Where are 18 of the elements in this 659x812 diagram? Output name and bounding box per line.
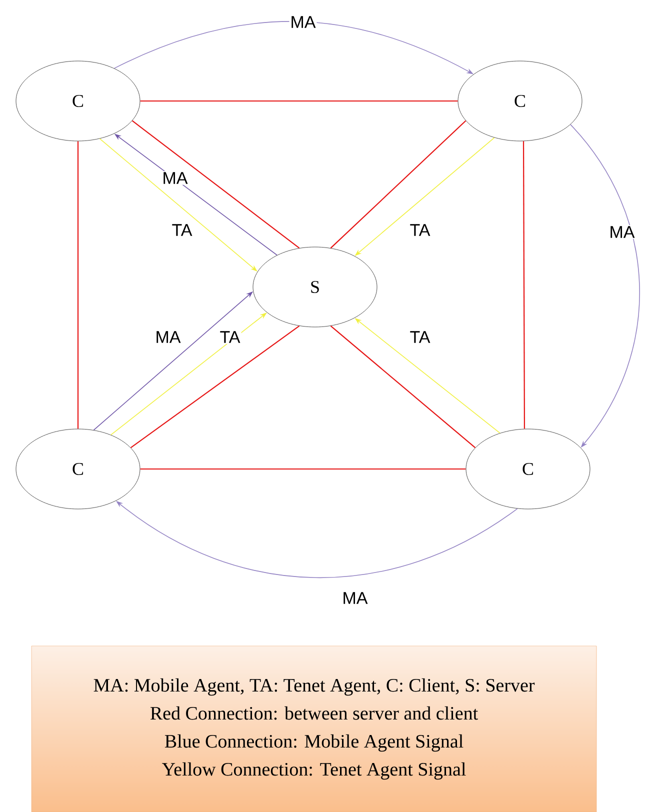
edge-label: TA — [170, 223, 194, 237]
edge-label: TA — [408, 330, 432, 344]
connector — [140, 100, 458, 102]
connector — [522, 141, 526, 429]
edge-label: MA — [154, 330, 182, 344]
edge-label: MA — [161, 171, 189, 185]
connector — [140, 468, 466, 470]
connector — [77, 141, 79, 429]
edge-label: TA — [218, 330, 242, 344]
connector — [330, 326, 476, 448]
edge-label: MA — [608, 225, 636, 239]
edge-label: MA — [341, 591, 369, 605]
legend-box: MA: Mobile Agent, TA: Tenet Agent, C: Client, S: Server Red Connection: between server and client Blue Connection: Mobile Agent Signal Yellow Connection: Tenet Agent Signal — [31, 646, 597, 812]
connector — [130, 326, 300, 448]
edge-label: MA — [289, 15, 317, 29]
connector — [132, 120, 300, 248]
connector — [330, 120, 466, 248]
edge-label: TA — [408, 223, 432, 237]
